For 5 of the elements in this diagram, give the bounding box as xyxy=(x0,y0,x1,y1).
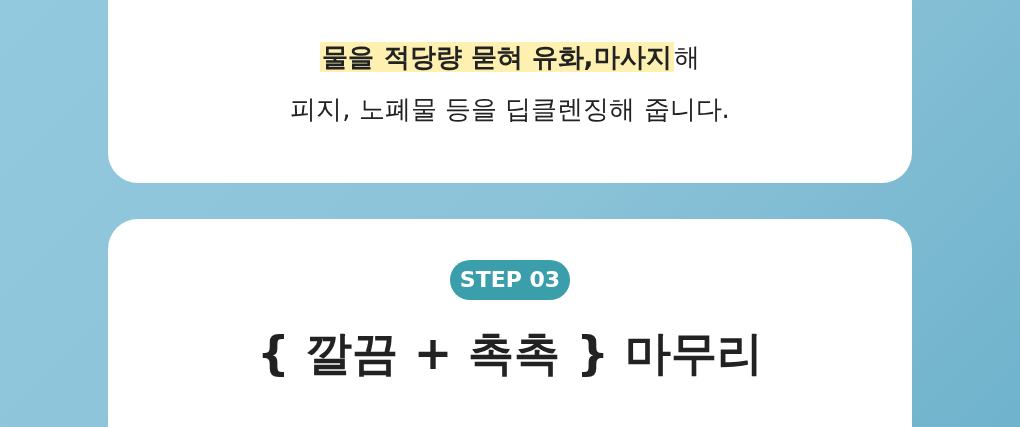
description-text: 피지, 노폐물 등을 딥클렌징해 줍니다. xyxy=(289,93,731,126)
step-badge: STEP 03 xyxy=(450,260,570,300)
content-card xyxy=(108,219,912,427)
content-card xyxy=(108,0,912,183)
heading-text: { 깔끔 + 촉촉 } 마무리 xyxy=(255,325,765,382)
